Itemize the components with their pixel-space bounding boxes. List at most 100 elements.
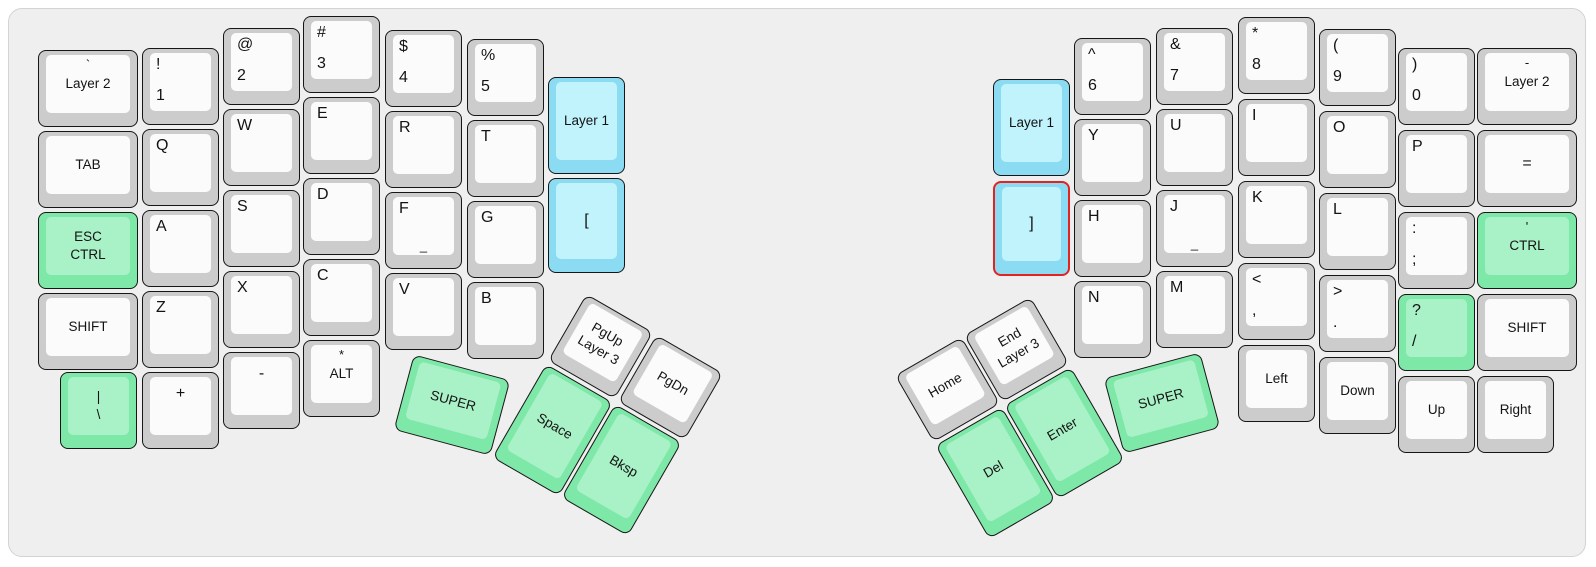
key-label: Layer 1 (1008, 115, 1055, 131)
key-2[interactable]: @2 (223, 28, 300, 105)
key-6[interactable]: ^6 (1074, 38, 1151, 115)
keycap-surface (393, 278, 454, 336)
key-p[interactable]: P (1398, 130, 1475, 207)
key-n[interactable]: N (1074, 281, 1151, 358)
key-q[interactable]: Q (142, 129, 219, 206)
key-i[interactable]: I (1238, 99, 1315, 176)
key-t[interactable]: T (467, 120, 544, 197)
key-esc-ctrl[interactable]: ESC CTRL (38, 212, 138, 289)
key-y[interactable]: Y (1074, 119, 1151, 196)
key-k[interactable]: K (1238, 181, 1315, 258)
key-quote-ctrl[interactable]: 'CTRL (1477, 212, 1577, 289)
key-label: TAB (75, 157, 101, 173)
key-open-bracket[interactable]: [ (548, 178, 625, 273)
key-layer1-left[interactable]: Layer 1 (548, 77, 625, 174)
key-l[interactable]: L (1319, 193, 1396, 270)
key-up-arrow[interactable]: Up (1398, 376, 1475, 453)
key-right-arrow[interactable]: Right (1477, 376, 1554, 453)
key-label: Y (1088, 127, 1099, 144)
key-semicolon[interactable]: :; (1398, 212, 1475, 289)
key-label: Z (156, 299, 166, 316)
key-grave-layer2[interactable]: `Layer 2 (38, 50, 138, 127)
key-comma[interactable]: <, (1238, 263, 1315, 340)
key-left-arrow[interactable]: Left (1238, 345, 1315, 422)
key-label: L (1333, 201, 1342, 218)
keycap-surface (393, 116, 454, 174)
key-5[interactable]: %5 (467, 39, 544, 116)
keycap-surface (1406, 135, 1467, 193)
key-z[interactable]: Z (142, 291, 219, 368)
key-3[interactable]: #3 (303, 16, 380, 93)
keycap-surface (1485, 381, 1546, 439)
key-label: SUPER (1136, 384, 1186, 412)
keycap-surface (1327, 198, 1388, 256)
key-slash[interactable]: ?/ (1398, 294, 1475, 371)
keycap-surface (1002, 187, 1061, 261)
key-w[interactable]: W (223, 109, 300, 186)
key-v[interactable]: V (385, 273, 462, 350)
key-label: SHIFT (1507, 320, 1547, 336)
key-label: K (1252, 189, 1263, 206)
keycap-surface (231, 195, 292, 253)
keycap-surface (231, 33, 292, 91)
key-e[interactable]: E (303, 97, 380, 174)
key-label: 5 (481, 78, 490, 95)
key-label: # (317, 24, 326, 41)
key-s[interactable]: S (223, 190, 300, 267)
key-7[interactable]: &7 (1156, 28, 1233, 105)
key-0[interactable]: )0 (1398, 48, 1475, 125)
key-label: 0 (1412, 87, 1421, 104)
key-a[interactable]: A (142, 210, 219, 287)
key-minus[interactable]: - (223, 352, 300, 429)
keycap-surface (150, 377, 211, 435)
keycap-surface (311, 21, 372, 79)
keycap-surface (1082, 205, 1143, 263)
key-m[interactable]: M (1156, 271, 1233, 348)
key-x[interactable]: X (223, 271, 300, 348)
key-period[interactable]: >. (1319, 275, 1396, 352)
key-layer1-right[interactable]: Layer 1 (993, 79, 1070, 176)
key-label: 3 (317, 55, 326, 72)
key-9[interactable]: (9 (1319, 29, 1396, 106)
key-c[interactable]: C (303, 259, 380, 336)
key-shift-right[interactable]: SHIFT (1477, 294, 1577, 371)
key-shift-left[interactable]: SHIFT (38, 293, 138, 370)
key-tab[interactable]: TAB (38, 131, 138, 208)
key-label: Layer 2 (65, 76, 111, 92)
key-u[interactable]: U (1156, 109, 1233, 186)
key-close-bracket[interactable]: ] (993, 181, 1070, 276)
key-f[interactable]: F_ (385, 192, 462, 269)
keycap-surface (1327, 34, 1388, 92)
keycap-surface (1327, 362, 1388, 420)
key-label: SUPER (428, 386, 478, 414)
key-down-arrow[interactable]: Down (1319, 357, 1396, 434)
keycap-surface (231, 357, 292, 415)
key-plus[interactable]: + (142, 372, 219, 449)
keycap-surface (475, 287, 536, 345)
key-j[interactable]: J_ (1156, 190, 1233, 267)
key-label: < (1252, 271, 1262, 288)
key-b[interactable]: B (467, 282, 544, 359)
key-equals[interactable]: = (1477, 130, 1577, 207)
key-1[interactable]: !1 (142, 48, 219, 125)
key-g[interactable]: G (467, 201, 544, 278)
keycap-surface (1485, 217, 1569, 275)
keycap-surface (393, 35, 454, 93)
key-8[interactable]: *8 (1238, 17, 1315, 94)
key-label: E (317, 105, 328, 122)
key-d[interactable]: D (303, 178, 380, 255)
key-r[interactable]: R (385, 111, 462, 188)
key-minus-layer2[interactable]: -Layer 2 (1477, 48, 1577, 125)
key-label: - (258, 365, 265, 382)
keycap-surface (1246, 186, 1307, 244)
key-4[interactable]: $4 (385, 30, 462, 107)
key-star-alt[interactable]: *ALT (303, 340, 380, 417)
key-label: - (1524, 55, 1530, 70)
key-label: X (237, 279, 248, 296)
key-h[interactable]: H (1074, 200, 1151, 277)
key-label: * (338, 347, 345, 362)
key-pipe-backslash[interactable]: | \ (60, 372, 137, 449)
key-o[interactable]: O (1319, 111, 1396, 188)
keycap-surface (1082, 43, 1143, 101)
key-label: [ (584, 212, 589, 230)
